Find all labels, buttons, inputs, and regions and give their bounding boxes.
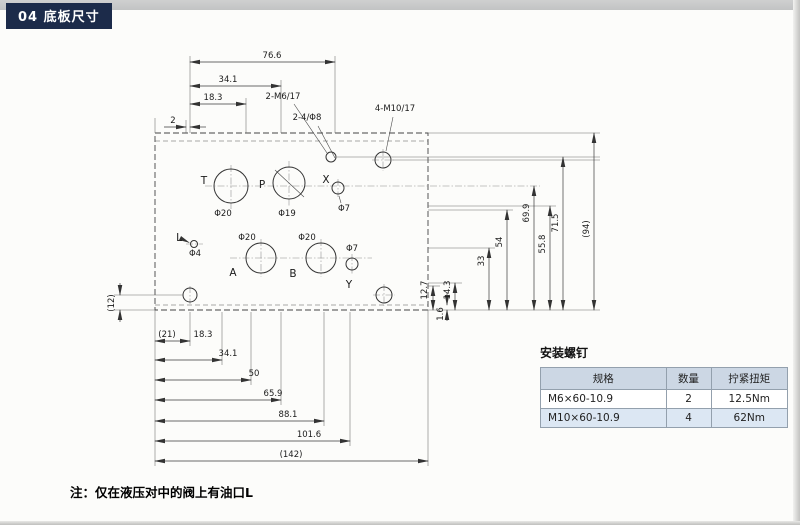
dia-P: Φ19: [278, 209, 296, 219]
top-strip: [0, 0, 800, 10]
dim-top-18-3: 18.3: [204, 93, 223, 103]
mounting-screws-section: 安装螺钉 规格 数量 拧紧扭矩 M6×60-10.9 2 12.5Nm M10×…: [540, 344, 790, 428]
screws-table: 规格 数量 拧紧扭矩 M6×60-10.9 2 12.5Nm M10×60-10…: [540, 367, 789, 428]
dim-33: 33: [477, 256, 487, 267]
table-row: M6×60-10.9 2 12.5Nm: [540, 389, 789, 409]
port-label-A: A: [229, 267, 237, 279]
dim-54: 54: [495, 237, 505, 248]
plate-outline: [154, 132, 429, 311]
dim-2: 2: [170, 116, 175, 126]
dia-T: Φ20: [214, 209, 232, 219]
dim-101-6: 101.6: [297, 430, 321, 440]
dia-A: Φ20: [238, 233, 256, 243]
dia-X: Φ7: [338, 204, 350, 214]
port-T-hole: [213, 168, 249, 204]
port-Y-hole: [345, 257, 359, 271]
cell-spec: M6×60-10.9: [540, 389, 667, 409]
port-X-hole: [331, 181, 345, 195]
cell-qty: 2: [665, 389, 712, 409]
callout-2-m6: 2-M6/17: [266, 92, 301, 102]
page-edge-right: [793, 0, 800, 525]
dim-65-9: 65.9: [264, 389, 283, 399]
port-A-hole: [245, 242, 277, 274]
callout-2-phi8: 2-4/Φ8: [293, 113, 322, 123]
page-title: 04 底板尺寸: [6, 3, 112, 29]
callout-4-m10: 4-M10/17: [375, 104, 415, 114]
port-label-B: B: [289, 268, 296, 280]
m10-hole-bottom-right: [375, 286, 393, 304]
cell-torque: 12.5Nm: [710, 389, 789, 409]
dim-top-34-1: 34.1: [219, 75, 238, 85]
dim-55-8: 55.8: [538, 235, 548, 254]
dia-B: Φ20: [298, 233, 316, 243]
port-label-L: L: [176, 232, 182, 244]
dim-1-6: 1.6: [436, 307, 446, 321]
table-header-row: 规格 数量 拧紧扭矩: [540, 367, 789, 390]
m10-hole-bottom-left: [182, 287, 198, 303]
dim-69-9: 69.9: [522, 204, 532, 223]
page-edge-bottom: [0, 521, 800, 525]
dim-12-7: 12.7: [420, 281, 430, 300]
dim-50: 50: [249, 369, 260, 379]
table-title: 安装螺钉: [540, 346, 589, 360]
port-label-P: P: [259, 179, 265, 191]
col-torque: 拧紧扭矩: [710, 367, 789, 390]
dim-94: (94): [582, 220, 592, 237]
dim-bottom-34-1: 34.1: [219, 349, 238, 359]
dim-76-6: 76.6: [263, 51, 282, 61]
port-label-X: X: [322, 174, 329, 186]
dia-L: Φ4: [189, 249, 201, 259]
dim-88-1: 88.1: [279, 410, 298, 420]
port-P-hole: [272, 166, 306, 200]
footnote: 注：仅在液压对中的阀上有油口L: [70, 485, 253, 500]
dim-bottom-18-3: 18.3: [194, 330, 213, 340]
dim-142: (142): [280, 450, 303, 460]
dim-12: (12): [107, 294, 117, 311]
port-B-hole: [305, 242, 337, 274]
col-qty: 数量: [665, 367, 712, 390]
cell-torque: 62Nm: [710, 408, 789, 428]
port-L-hole: [190, 240, 198, 248]
port-label-T: T: [200, 175, 208, 187]
dim-21: (21): [158, 330, 175, 340]
table-row: M10×60-10.9 4 62Nm: [540, 408, 789, 428]
cell-spec: M10×60-10.9: [540, 408, 667, 428]
dia-Y: Φ7: [346, 244, 358, 254]
dim-14-3: 14.3: [443, 281, 453, 300]
dim-71-5: 71.5: [551, 214, 561, 233]
m6-hole-top: [325, 151, 337, 163]
cell-qty: 4: [665, 408, 712, 428]
port-label-Y: Y: [345, 279, 353, 291]
m10-hole-top: [374, 151, 392, 169]
col-spec: 规格: [540, 367, 667, 390]
